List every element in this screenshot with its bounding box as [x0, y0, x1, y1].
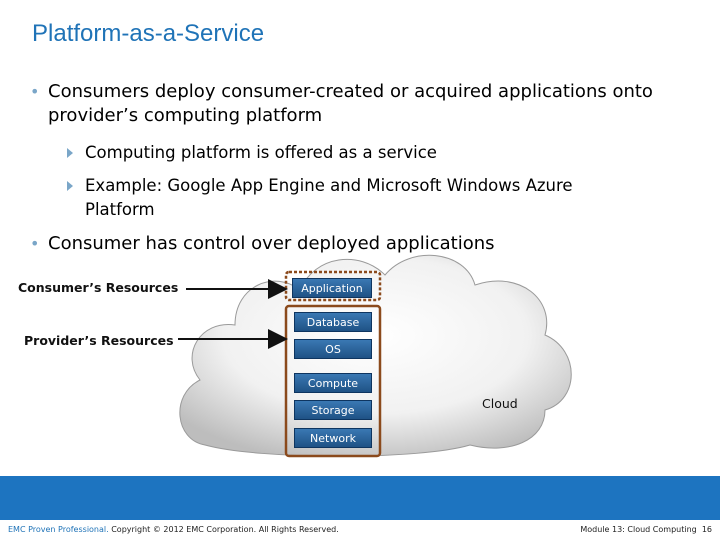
- cloud-shape: [179, 254, 572, 457]
- layer-os: OS: [294, 339, 372, 359]
- layer-network: Network: [294, 428, 372, 448]
- bullet-2-text: Consumer has control over deployed appli…: [48, 233, 495, 254]
- sub-bullet-1: Computing platform is offered as a servi…: [67, 141, 647, 165]
- bullet-dot-icon: •: [30, 234, 40, 253]
- cloud-label: Cloud: [482, 396, 518, 411]
- layer-application: Application: [292, 278, 372, 298]
- footer-copyright: EMC Proven Professional. Copyright © 201…: [8, 525, 339, 534]
- layer-database: Database: [294, 312, 372, 332]
- provider-resources-label: Provider’s Resources: [24, 333, 174, 348]
- bullet-1-text: Consumers deploy consumer-created or acq…: [48, 81, 653, 126]
- triangle-right-icon: [67, 181, 73, 191]
- footer-copyright-text: Copyright © 2012 EMC Corporation. All Ri…: [108, 525, 339, 534]
- slide-title: Platform-as-a-Service: [32, 20, 265, 47]
- footer-module-text: Module 13: Cloud Computing: [580, 525, 697, 534]
- bullet-1: • Consumers deploy consumer-created or a…: [30, 80, 670, 128]
- footer-page-number: 16: [701, 525, 712, 534]
- layer-storage: Storage: [294, 400, 372, 420]
- footer-band: [0, 476, 720, 520]
- bullet-dot-icon: •: [30, 82, 40, 101]
- sub-bullet-2: Example: Google App Engine and Microsoft…: [67, 174, 637, 222]
- footer-module: Module 13: Cloud Computing 16: [580, 525, 712, 534]
- bullet-2: • Consumer has control over deployed app…: [30, 232, 670, 256]
- sub-bullet-1-text: Computing platform is offered as a servi…: [85, 143, 437, 162]
- footer-brand: EMC Proven Professional.: [8, 525, 109, 534]
- consumer-resources-label: Consumer’s Resources: [18, 280, 179, 295]
- footer: EMC Proven Professional. Copyright © 201…: [0, 520, 720, 540]
- triangle-right-icon: [67, 148, 73, 158]
- sub-bullet-2-text: Example: Google App Engine and Microsoft…: [85, 176, 573, 219]
- layer-compute: Compute: [294, 373, 372, 393]
